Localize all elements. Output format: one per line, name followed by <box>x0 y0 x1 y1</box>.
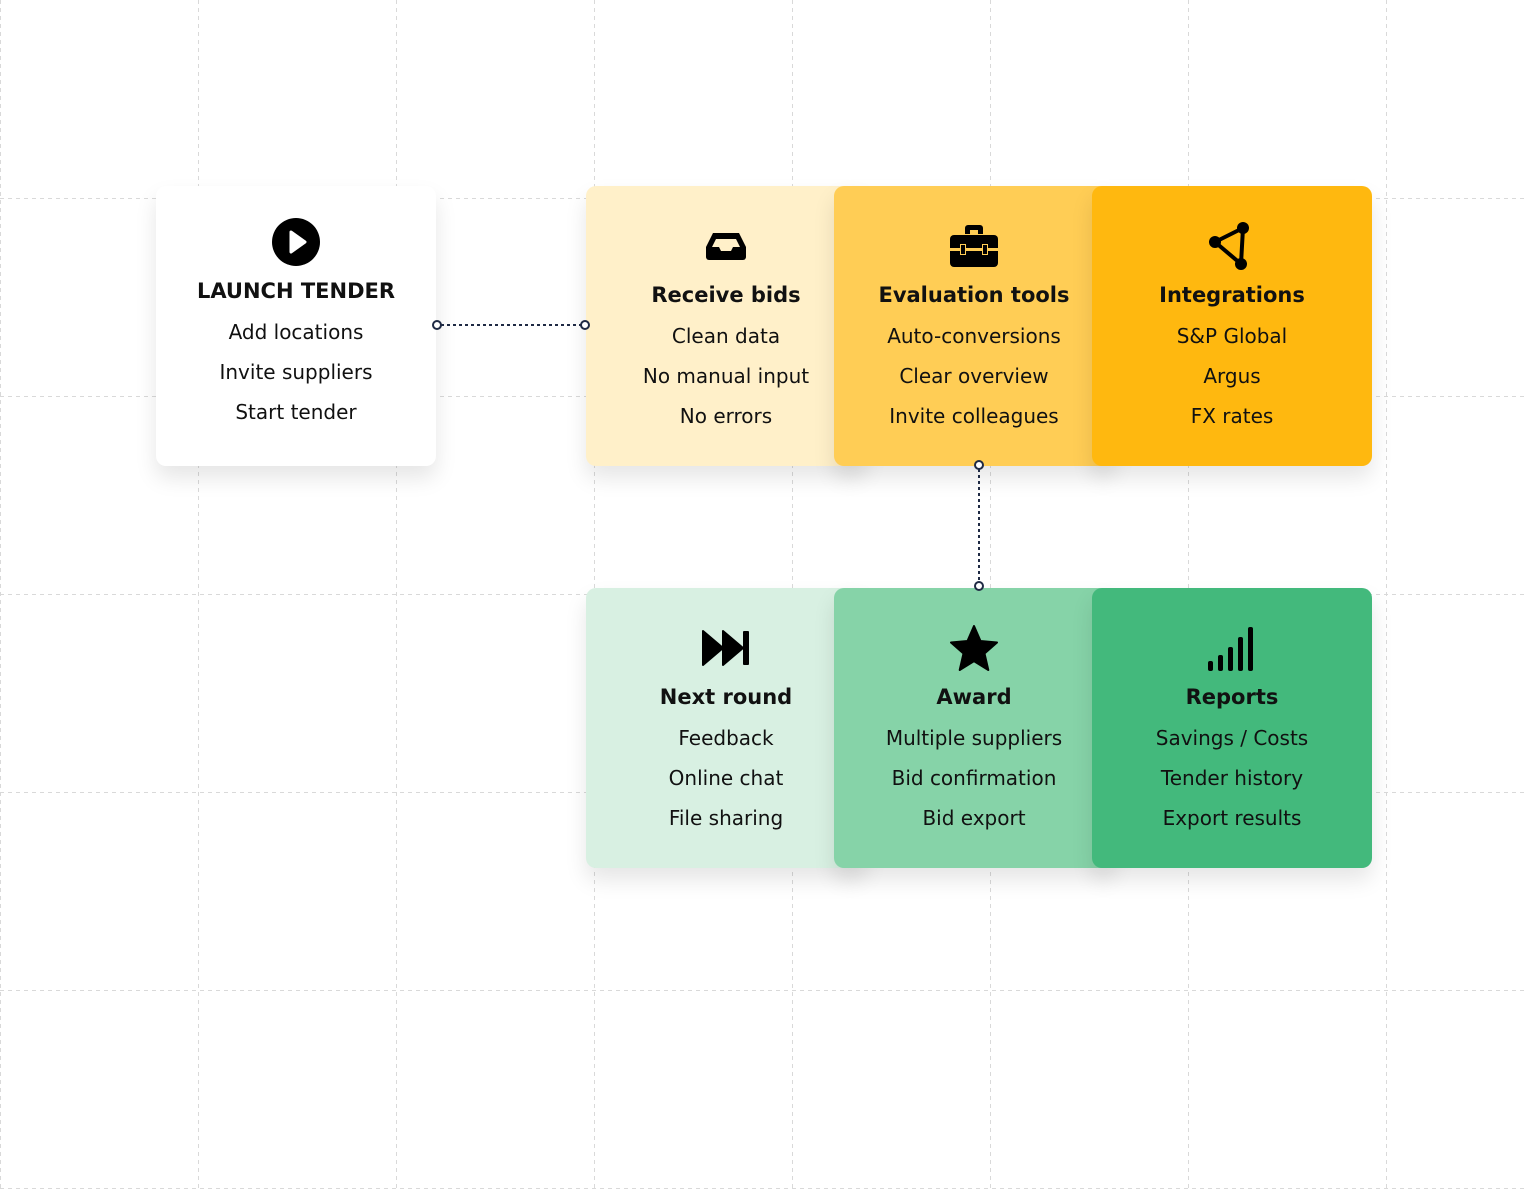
card-line: Start tender <box>235 400 357 424</box>
card-line: Feedback <box>678 726 774 750</box>
award-card: Award Multiple suppliers Bid confirmatio… <box>834 588 1114 868</box>
card-line: Bid confirmation <box>891 766 1057 790</box>
reports-card: Reports Savings / Costs Tender history E… <box>1092 588 1372 868</box>
card-line: Online chat <box>668 766 784 790</box>
card-line: No manual input <box>642 364 810 388</box>
card-title: Reports <box>1185 685 1279 709</box>
card-line: File sharing <box>668 806 784 830</box>
card-line: Multiple suppliers <box>885 726 1063 750</box>
next-round-card: Next round Feedback Online chat File sha… <box>586 588 866 868</box>
card-line: Export results <box>1162 806 1302 830</box>
card-line: Clean data <box>671 324 781 348</box>
card-line: Argus <box>1203 364 1261 388</box>
card-line: Savings / Costs <box>1155 726 1309 750</box>
card-title: Next round <box>659 685 793 709</box>
card-title: Evaluation tools <box>878 283 1070 307</box>
card-line: Clear overview <box>899 364 1049 388</box>
card-line: Add locations <box>228 320 364 344</box>
signal-bars-icon <box>1207 622 1257 674</box>
card-line: FX rates <box>1190 404 1274 428</box>
integrations-card: Integrations S&P Global Argus FX rates <box>1092 186 1372 466</box>
network-nodes-icon <box>1207 220 1257 272</box>
toolbox-icon <box>949 220 999 272</box>
card-title: Integrations <box>1159 283 1305 307</box>
launch-tender-card: LAUNCH TENDER Add locations Invite suppl… <box>156 186 436 466</box>
card-title: Award <box>936 685 1012 709</box>
card-line: No errors <box>679 404 773 428</box>
card-line: S&P Global <box>1176 324 1288 348</box>
evaluation-tools-card: Evaluation tools Auto-conversions Clear … <box>834 186 1114 466</box>
card-line: Invite colleagues <box>889 404 1059 428</box>
card-title: Receive bids <box>651 283 801 307</box>
receive-bids-card: Receive bids Clean data No manual input … <box>586 186 866 466</box>
card-line: Tender history <box>1160 766 1304 790</box>
card-title: LAUNCH TENDER <box>196 279 396 303</box>
fast-forward-icon <box>701 622 751 674</box>
inbox-tray-icon <box>704 220 748 272</box>
card-line: Invite suppliers <box>219 360 373 384</box>
card-line: Auto-conversions <box>887 324 1061 348</box>
card-line: Bid export <box>922 806 1026 830</box>
star-icon <box>949 622 999 674</box>
play-circle-icon <box>271 216 321 268</box>
